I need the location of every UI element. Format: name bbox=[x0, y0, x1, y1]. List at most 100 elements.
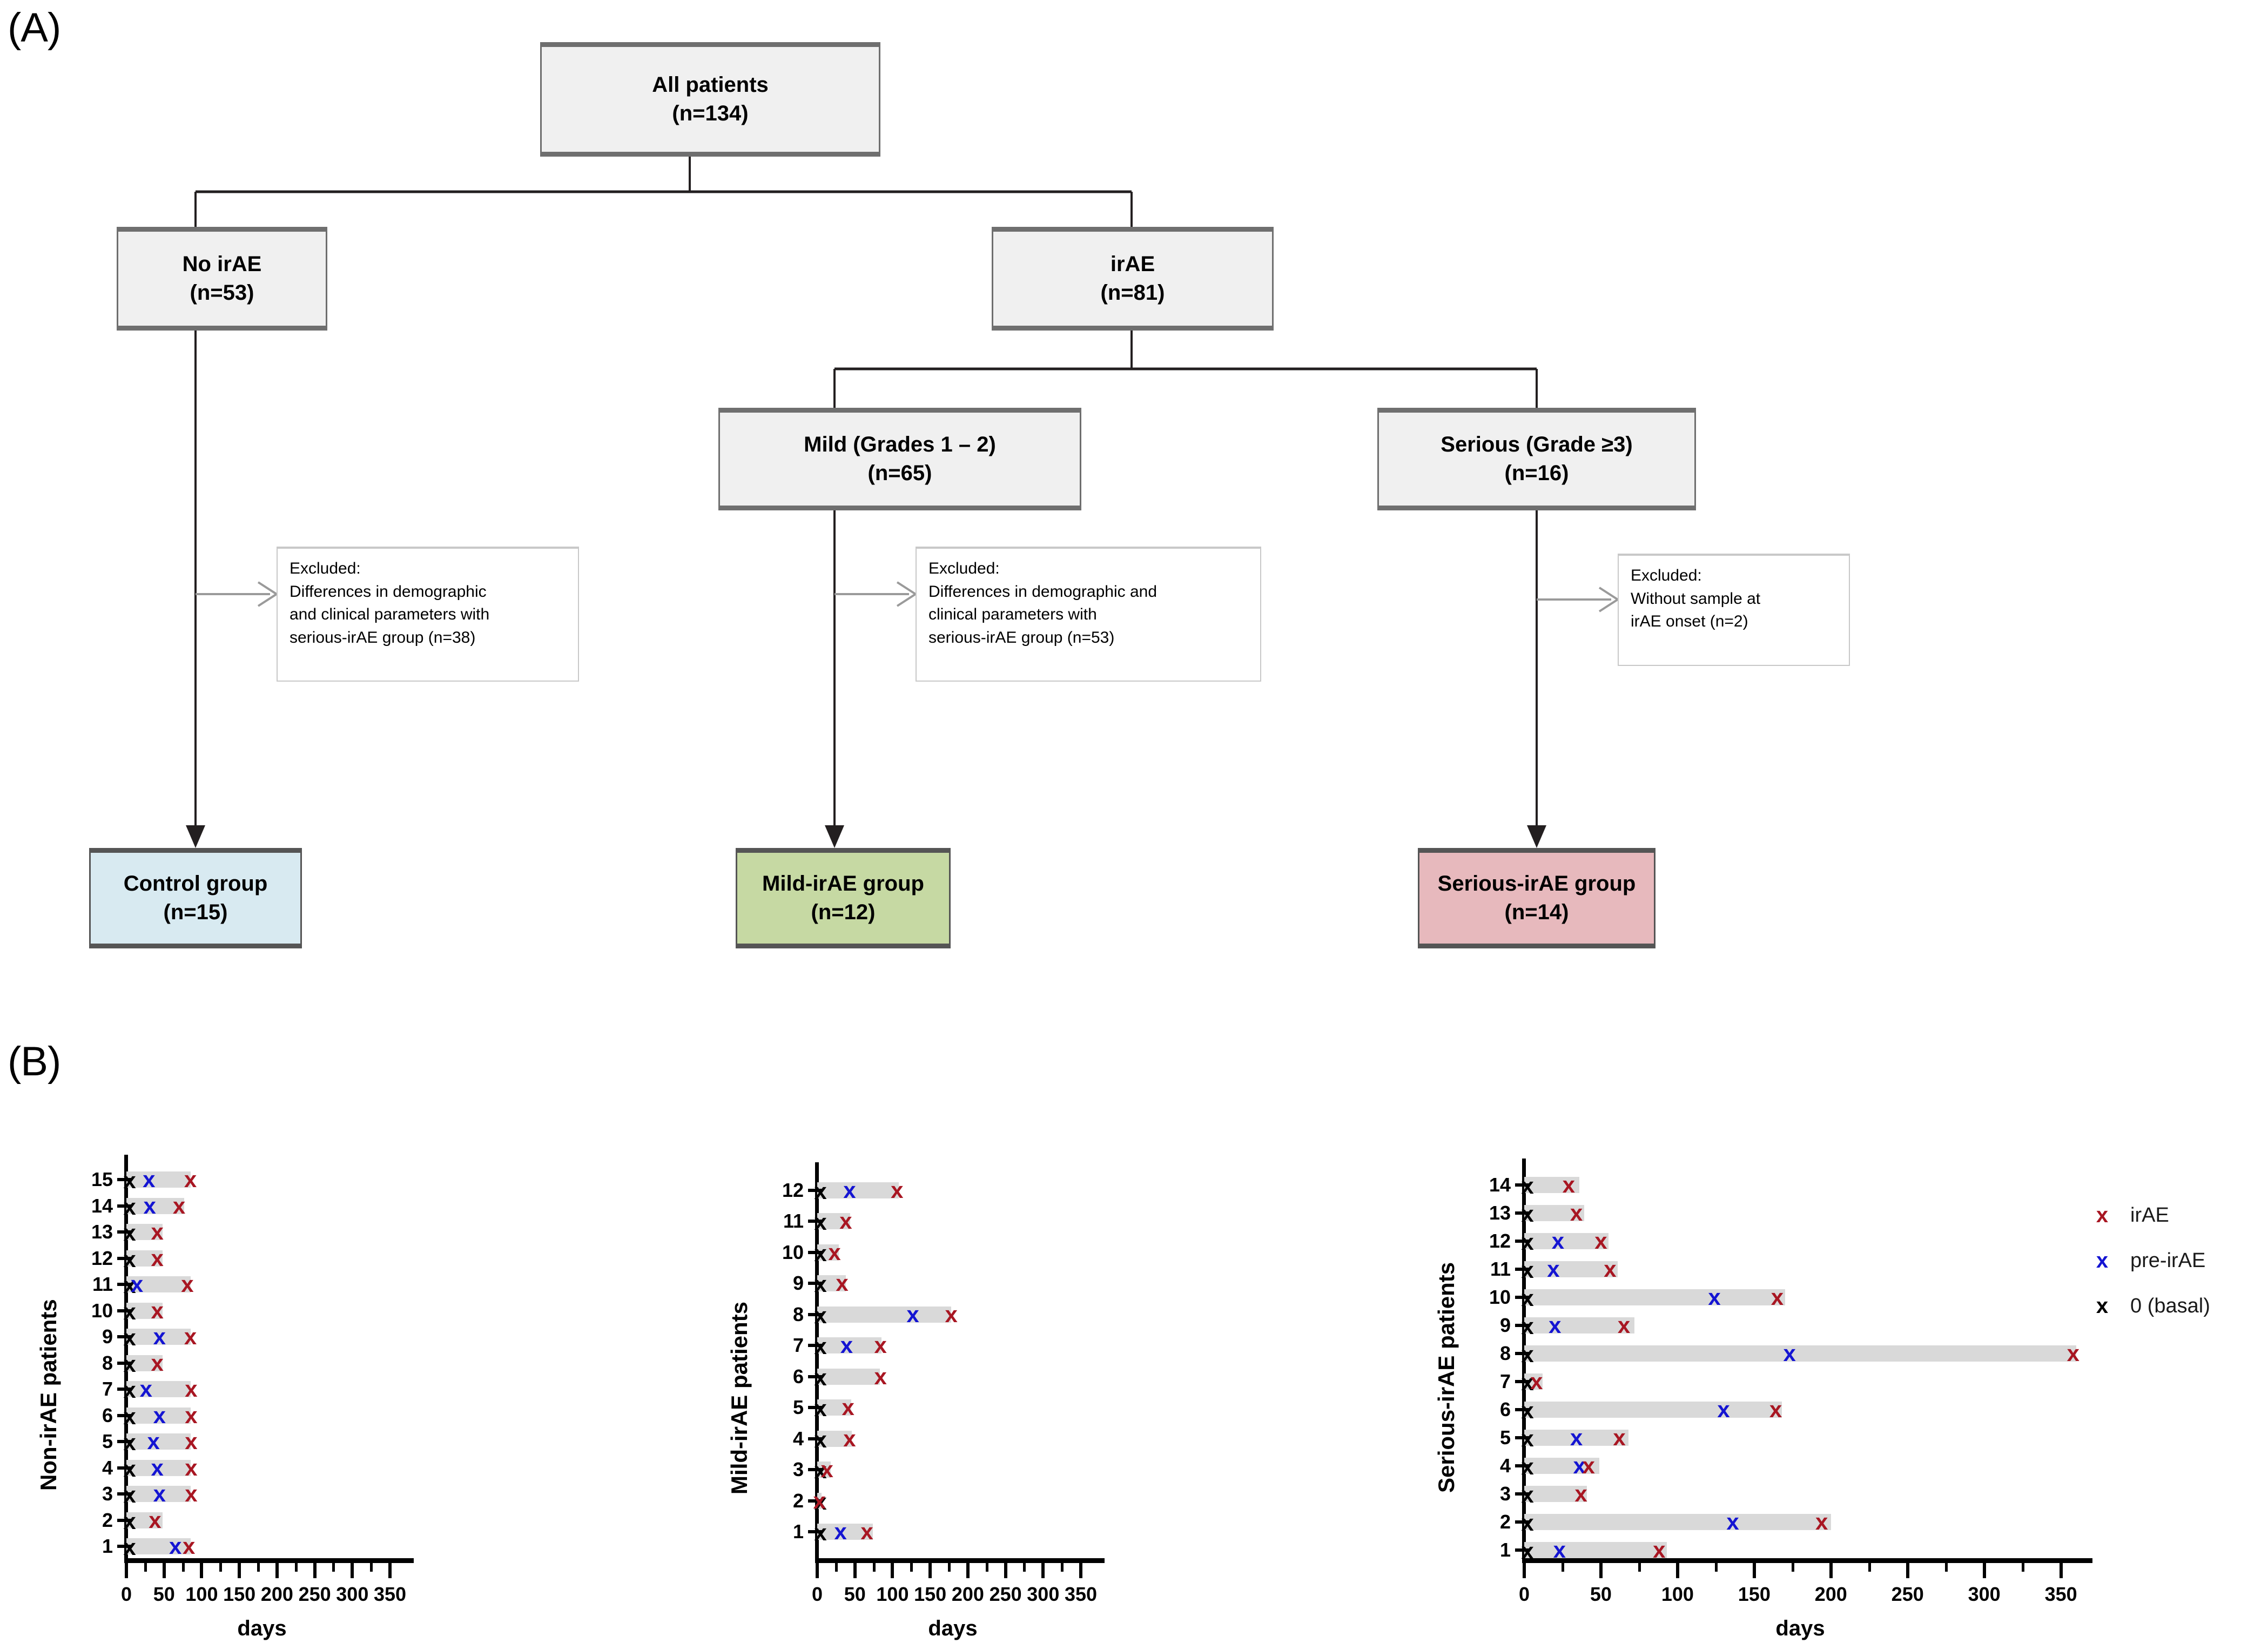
mark-pre-irae: x bbox=[834, 1519, 847, 1545]
mark-irae: x bbox=[184, 1324, 197, 1350]
x-tick-major bbox=[1041, 1563, 1045, 1578]
y-tick bbox=[117, 1335, 131, 1339]
x-tick-minor bbox=[1944, 1563, 1948, 1572]
x-tick-label: 100 bbox=[185, 1583, 218, 1605]
mark-basal: x bbox=[1521, 1257, 1534, 1283]
bar-row bbox=[126, 1171, 191, 1188]
mark-irae: x bbox=[151, 1219, 164, 1245]
mark-irae: x bbox=[1574, 1481, 1587, 1506]
y-tick-label: 3 bbox=[1499, 1483, 1511, 1505]
y-tick-label: 10 bbox=[91, 1299, 113, 1322]
x-tick-minor bbox=[872, 1563, 876, 1572]
y-tick bbox=[117, 1283, 131, 1287]
x-tick-minor bbox=[1061, 1563, 1064, 1572]
mark-irae: x bbox=[151, 1297, 164, 1323]
x-tick-label: 350 bbox=[1065, 1583, 1098, 1605]
bar-row bbox=[1524, 1458, 1600, 1474]
x-tick-major bbox=[1675, 1563, 1679, 1578]
mark-irae: x bbox=[1653, 1537, 1666, 1563]
mark-pre-irae: x bbox=[1717, 1397, 1730, 1422]
legend-marker-irae-icon: x bbox=[2096, 1203, 2109, 1227]
bar-row bbox=[126, 1197, 185, 1214]
x-tick-label: 250 bbox=[989, 1583, 1022, 1605]
x-tick-major bbox=[238, 1563, 241, 1578]
x-axis-title: days bbox=[1775, 1617, 1825, 1640]
y-tick bbox=[1515, 1408, 1529, 1411]
y-tick bbox=[1515, 1296, 1529, 1299]
node-control-group-title: Control group bbox=[123, 872, 268, 896]
bar-row bbox=[126, 1433, 191, 1450]
mark-basal: x bbox=[1521, 1454, 1534, 1479]
x-tick-major bbox=[1599, 1563, 1603, 1578]
y-tick-label: 6 bbox=[792, 1365, 804, 1388]
mark-irae: x bbox=[874, 1363, 887, 1389]
mark-irae: x bbox=[151, 1245, 164, 1271]
y-tick bbox=[117, 1361, 131, 1365]
x-tick-major bbox=[1079, 1563, 1083, 1578]
mark-irae: x bbox=[185, 1402, 198, 1428]
y-tick-label: 11 bbox=[783, 1210, 804, 1233]
y-tick bbox=[117, 1388, 131, 1391]
y-axis-title: Serious-irAE patients bbox=[1434, 1262, 1459, 1493]
y-tick bbox=[1515, 1352, 1529, 1355]
bar-row bbox=[126, 1302, 163, 1319]
mark-irae: x bbox=[1562, 1172, 1575, 1197]
x-tick-major bbox=[275, 1563, 279, 1578]
node-mild-group-title: Mild-irAE group bbox=[762, 872, 924, 896]
mark-pre-irae: x bbox=[151, 1454, 164, 1480]
y-tick bbox=[808, 1530, 822, 1534]
x-tick-minor bbox=[1638, 1563, 1641, 1572]
mark-pre-irae: x bbox=[143, 1167, 156, 1193]
mark-irae: x bbox=[1815, 1509, 1828, 1534]
y-tick bbox=[1515, 1548, 1529, 1552]
bar-row bbox=[126, 1486, 191, 1503]
bar-row bbox=[1524, 1430, 1629, 1446]
excluded-middle-line3: clinical parameters with bbox=[928, 605, 1097, 624]
y-tick-label: 10 bbox=[782, 1241, 804, 1263]
mark-basal: x bbox=[1521, 1314, 1534, 1339]
x-tick-major bbox=[928, 1563, 932, 1578]
panel-b-label: (B) bbox=[8, 1039, 61, 1085]
y-tick-label: 14 bbox=[91, 1194, 113, 1217]
node-serious-title: Serious (Grade ≥3) bbox=[1441, 433, 1633, 457]
bar-row bbox=[1524, 1486, 1587, 1502]
y-tick-label: 2 bbox=[1499, 1511, 1511, 1533]
mark-basal: x bbox=[1521, 1285, 1534, 1311]
x-tick-minor bbox=[1023, 1563, 1026, 1572]
y-tick bbox=[117, 1518, 131, 1522]
y-tick-label: 8 bbox=[792, 1303, 804, 1325]
excluded-box-middle: Excluded: Differences in demographic and… bbox=[916, 547, 1261, 682]
x-tick-minor bbox=[1714, 1563, 1718, 1572]
bar-row bbox=[1524, 1542, 1667, 1558]
x-tick-major bbox=[313, 1563, 317, 1578]
mark-basal: x bbox=[1521, 1510, 1534, 1535]
mark-irae: x bbox=[1771, 1284, 1784, 1310]
mark-basal: x bbox=[123, 1456, 136, 1481]
y-tick bbox=[808, 1375, 822, 1378]
bar-row bbox=[817, 1182, 899, 1198]
x-tick-minor bbox=[948, 1563, 951, 1572]
x-tick-label: 350 bbox=[2044, 1583, 2077, 1605]
x-tick-label: 0 bbox=[120, 1583, 132, 1605]
mark-pre-irae: x bbox=[153, 1324, 166, 1350]
node-irae-count: (n=81) bbox=[1100, 281, 1165, 305]
x-tick-minor bbox=[181, 1563, 185, 1572]
y-tick bbox=[808, 1250, 822, 1254]
mark-basal: x bbox=[1521, 1538, 1534, 1564]
y-tick-label: 4 bbox=[1499, 1454, 1511, 1477]
mark-pre-irae: x bbox=[169, 1533, 182, 1559]
mark-irae: x bbox=[1604, 1256, 1617, 1282]
excluded-right-line2: Without sample at bbox=[1631, 589, 1761, 608]
x-tick-major bbox=[1906, 1563, 1909, 1578]
y-tick bbox=[808, 1188, 822, 1192]
x-axis bbox=[815, 1558, 1105, 1563]
mark-pre-irae: x bbox=[1783, 1341, 1796, 1366]
mark-basal: x bbox=[814, 1396, 827, 1422]
mark-basal: x bbox=[814, 1271, 827, 1297]
y-tick-label: 9 bbox=[1499, 1314, 1511, 1336]
mark-basal: x bbox=[1521, 1201, 1534, 1227]
y-tick-label: 14 bbox=[1489, 1174, 1511, 1196]
mark-irae: x bbox=[185, 1429, 198, 1454]
mark-basal: x bbox=[123, 1220, 136, 1246]
